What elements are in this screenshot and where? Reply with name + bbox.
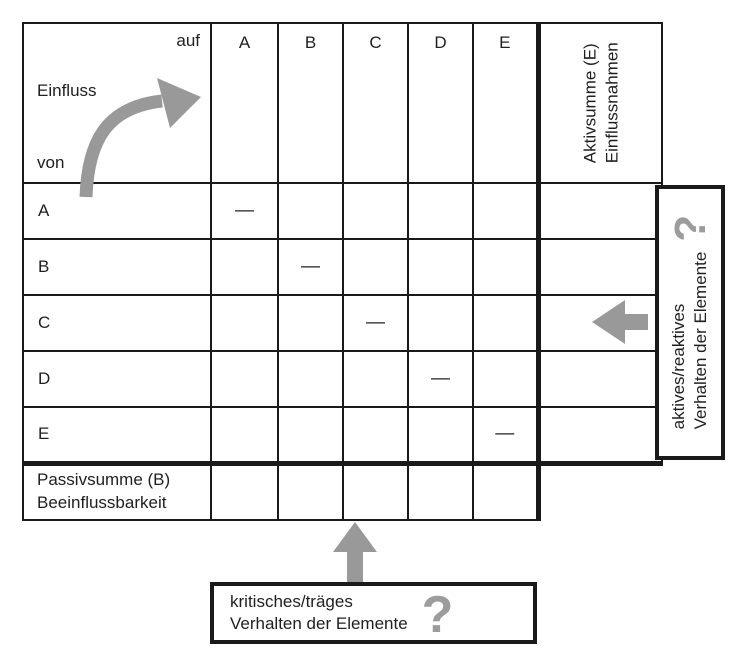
- row-label: C: [22, 294, 212, 352]
- column-header: B: [277, 22, 344, 184]
- passive-sum-label: Passivsumme (B) Beeinflussbarkeit: [37, 470, 171, 513]
- matrix-cell: —: [277, 238, 344, 296]
- matrix-cell: [472, 238, 539, 296]
- active-sum-header-cell: Aktivsumme (E) Einflussnahmen: [535, 22, 664, 184]
- active-sum-cell: [535, 350, 664, 408]
- matrix-cell: [342, 406, 409, 466]
- question-mark: ?: [665, 215, 715, 243]
- matrix-cell: [407, 294, 474, 352]
- column-header: C: [342, 22, 409, 184]
- matrix-corner-cell: auf Einfluss von: [22, 22, 212, 198]
- passive-sum-cell: [277, 460, 344, 521]
- corner-label-auf: auf: [176, 31, 200, 50]
- column-header: E: [472, 22, 539, 184]
- row-label: A: [22, 182, 212, 240]
- active-sum-cell: [535, 406, 664, 466]
- passive-sum-header-cell: Passivsumme (B) Beeinflussbarkeit: [22, 460, 212, 521]
- matrix-cell: [210, 350, 279, 408]
- passive-sum-cell: [472, 460, 541, 521]
- active-sum-cell: [535, 294, 664, 352]
- matrix-cell: [472, 294, 539, 352]
- active-sum-label: Aktivsumme (E) Einflussnahmen: [580, 42, 621, 164]
- matrix-cell: [342, 182, 409, 240]
- matrix-cell: [472, 182, 539, 240]
- passive-sum-cell: [210, 460, 279, 521]
- active-sum-cell: [535, 238, 664, 296]
- matrix-cell: [277, 294, 344, 352]
- active-reactive-label: aktives/reaktives Verhalten der Elemente: [668, 252, 710, 430]
- corner-label-einfluss: Einfluss: [37, 81, 97, 100]
- matrix-cell: [277, 350, 344, 408]
- matrix-cell: [210, 294, 279, 352]
- matrix-cell: —: [472, 406, 539, 466]
- critical-inert-box: kritisches/träges Verhalten der Elemente…: [210, 582, 537, 644]
- critical-inert-label: kritisches/träges Verhalten der Elemente: [230, 591, 408, 633]
- column-header: A: [210, 22, 279, 184]
- row-label: E: [22, 406, 212, 466]
- passive-sum-cell: [407, 460, 474, 521]
- matrix-cell: [407, 182, 474, 240]
- question-mark: ?: [421, 586, 454, 645]
- matrix-cell: —: [342, 294, 409, 352]
- corner-label-von: von: [37, 153, 65, 172]
- column-header: D: [407, 22, 474, 184]
- influence-matrix-table: auf Einfluss von A B C D E: [22, 22, 664, 521]
- matrix-cell: [277, 182, 344, 240]
- matrix-cell: [407, 406, 474, 466]
- passive-sum-cell: [342, 460, 409, 521]
- matrix-cell: —: [407, 350, 474, 408]
- row-label: D: [22, 350, 212, 408]
- matrix-cell: [407, 238, 474, 296]
- up-arrow-icon: [333, 522, 377, 582]
- matrix-cell: [210, 406, 279, 466]
- matrix-cell: [472, 350, 539, 408]
- active-reactive-box: aktives/reaktives Verhalten der Elemente…: [655, 185, 725, 460]
- matrix-cell: [342, 238, 409, 296]
- matrix-cell: [342, 350, 409, 408]
- active-sum-cell: [535, 182, 664, 240]
- matrix-cell: [210, 238, 279, 296]
- matrix-cell: [277, 406, 344, 466]
- matrix-cell: —: [210, 182, 279, 240]
- row-label: B: [22, 238, 212, 296]
